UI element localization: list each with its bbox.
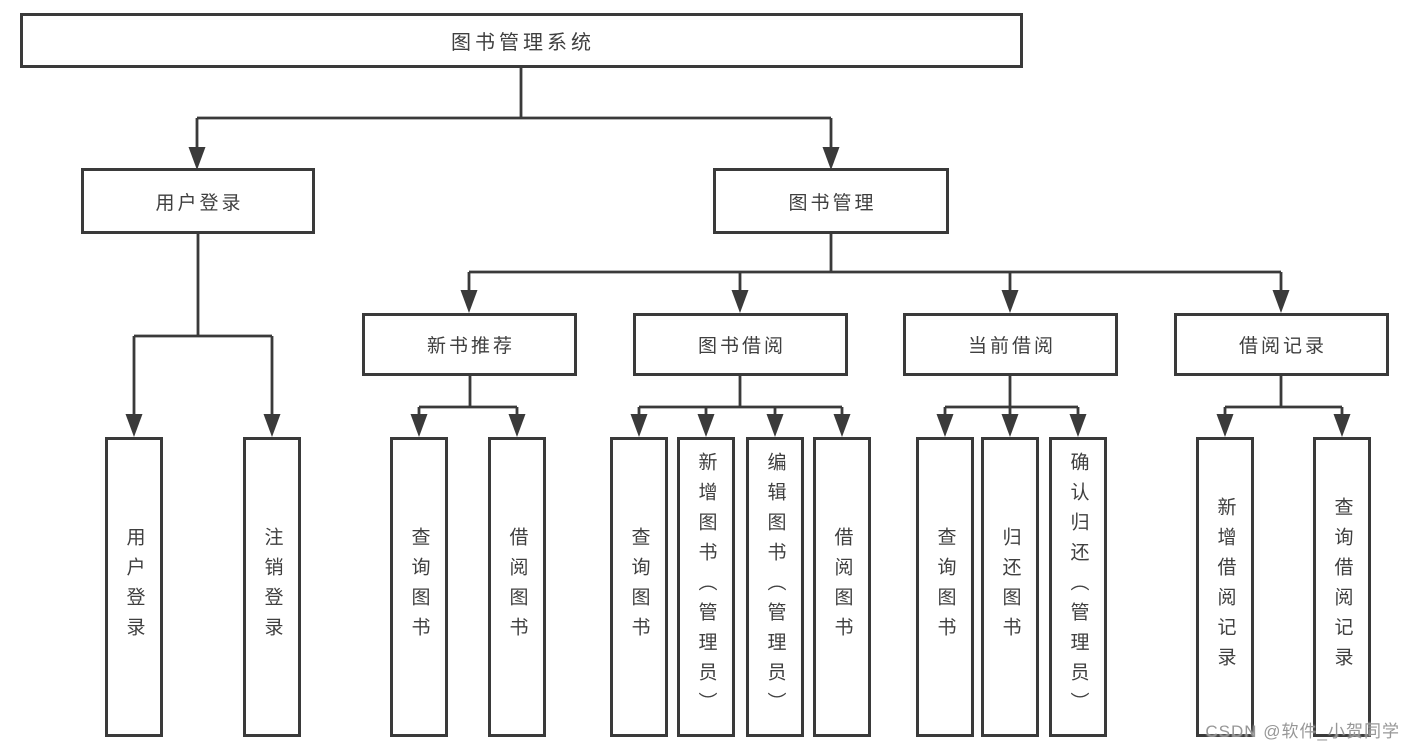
node-book-borrowing: 图书借阅 — [633, 313, 848, 376]
node-label: 用户登录 — [155, 192, 244, 214]
node-label: 图书管理 — [788, 192, 877, 214]
node-label: 借阅图书 — [506, 527, 528, 647]
node-label: 编辑图书（管理员） — [764, 452, 786, 722]
node-label: 确认归还（管理员） — [1067, 452, 1089, 722]
node-book-management: 图书管理 — [713, 168, 949, 234]
leaf-borrow-books-2: 借阅图书 — [813, 437, 871, 737]
leaf-query-books-1: 查询图书 — [390, 437, 448, 737]
node-label: 新书推荐 — [426, 336, 515, 357]
node-label: 借阅图书 — [831, 527, 853, 647]
leaf-edit-books-admin: 编辑图书（管理员） — [746, 437, 804, 737]
connector-path — [132, 68, 1344, 433]
node-label: 当前借阅 — [967, 336, 1056, 357]
node-library-management-system: 图书管理系统 — [20, 13, 1023, 68]
node-label: 借阅记录 — [1238, 336, 1327, 357]
node-label: 查询图书 — [934, 527, 956, 647]
node-label: 查询借阅记录 — [1331, 497, 1353, 677]
leaf-add-books-admin: 新增图书（管理员） — [677, 437, 735, 737]
node-current-borrowing: 当前借阅 — [903, 313, 1118, 376]
leaf-logout: 注销登录 — [243, 437, 301, 737]
node-label: 归还图书 — [999, 527, 1021, 647]
node-new-book-recommend: 新书推荐 — [362, 313, 577, 376]
node-borrow-records: 借阅记录 — [1174, 313, 1389, 376]
node-label: 新增借阅记录 — [1214, 497, 1236, 677]
node-label: 查询图书 — [628, 527, 650, 647]
node-label: 图书借阅 — [697, 336, 786, 357]
leaf-borrow-books-1: 借阅图书 — [488, 437, 546, 737]
arrowhead-icon — [125, 147, 1351, 437]
node-user-login: 用户登录 — [81, 168, 315, 234]
leaf-add-borrow-record: 新增借阅记录 — [1196, 437, 1254, 737]
node-label: 查询图书 — [408, 527, 430, 647]
node-label: 图书管理系统 — [451, 32, 595, 54]
leaf-return-books: 归还图书 — [981, 437, 1039, 737]
node-label: 注销登录 — [261, 527, 283, 647]
leaf-query-borrow-record: 查询借阅记录 — [1313, 437, 1371, 737]
leaf-query-books-3: 查询图书 — [916, 437, 974, 737]
leaf-user-login: 用户登录 — [105, 437, 163, 737]
leaf-confirm-return-admin: 确认归还（管理员） — [1049, 437, 1107, 737]
csdn-watermark: CSDN @软件_小贺同学 — [1205, 722, 1400, 741]
node-label: 新增图书（管理员） — [695, 452, 717, 722]
leaf-query-books-2: 查询图书 — [610, 437, 668, 737]
node-label: 用户登录 — [123, 527, 145, 647]
